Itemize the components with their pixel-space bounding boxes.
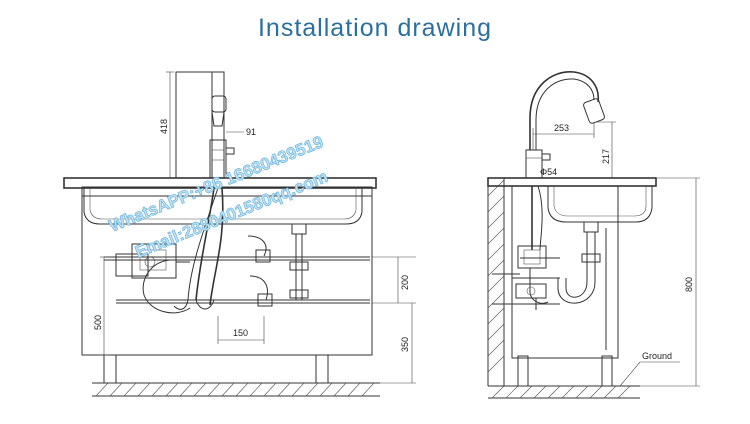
- front-dim-200-label: 200: [400, 275, 410, 290]
- side-dim-hole-label: Φ54: [540, 167, 557, 177]
- front-inlet-pipes: [104, 235, 370, 307]
- front-dim-350-label: 350: [400, 337, 410, 352]
- front-drain: [289, 223, 309, 300]
- side-view: 253 217 Φ54 800 Ground: [487, 71, 700, 399]
- front-dim-150-label: 150: [233, 328, 248, 338]
- side-dim-217-label: 217: [601, 149, 611, 164]
- page-title: Installation drawing: [257, 14, 492, 42]
- front-faucet: [175, 71, 235, 179]
- front-dim-500-label: 500: [93, 315, 103, 330]
- front-dim-91-label: 91: [246, 127, 256, 137]
- front-dim-418-label: 418: [159, 119, 169, 134]
- side-plumbing: [492, 185, 560, 310]
- side-dim-253: [532, 122, 595, 150]
- front-dim-right: [372, 256, 416, 384]
- side-dim-800-label: 800: [684, 277, 694, 292]
- side-countertop: [487, 177, 657, 187]
- side-faucet: [525, 71, 605, 179]
- side-sink-basin: [547, 186, 653, 223]
- side-dim-217: [596, 121, 616, 178]
- side-drain: [512, 221, 601, 304]
- front-floor: [92, 382, 380, 397]
- front-cabinet: [81, 186, 373, 384]
- front-view: 500 418 91 200 350 150: [63, 71, 416, 397]
- front-dim-500: [100, 256, 108, 356]
- side-ground-label: Ground: [642, 351, 672, 361]
- watermark: WhatsAPP:+86 16680439519 Email:288040158…: [106, 132, 331, 262]
- side-wall: [487, 178, 505, 386]
- side-dim-800: [640, 177, 700, 387]
- side-floor: [488, 385, 640, 399]
- front-dim-150: [217, 316, 265, 344]
- side-dim-253-label: 253: [554, 123, 569, 133]
